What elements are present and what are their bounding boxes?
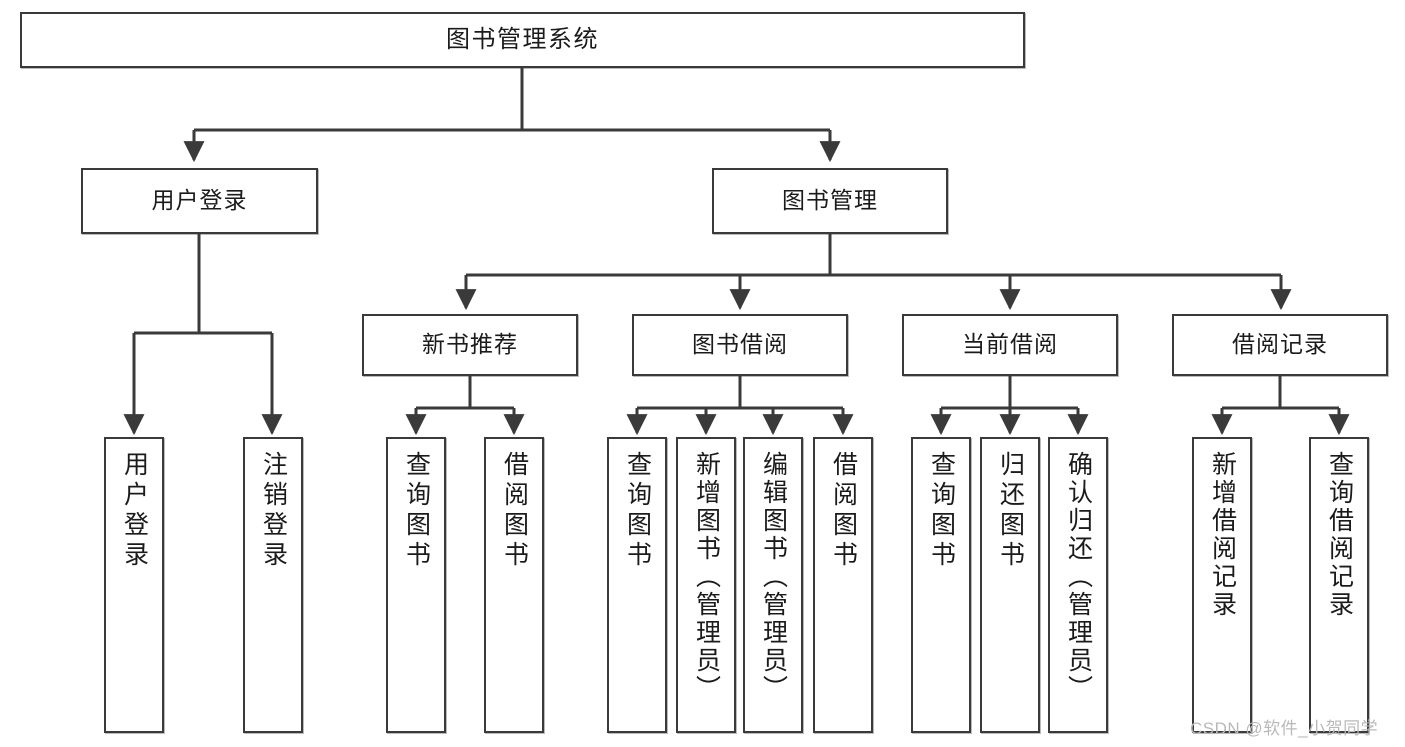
node-label: 用户登录 bbox=[120, 451, 149, 571]
leaf-add-borrow-record[interactable]: 新增借阅记录 bbox=[1192, 437, 1252, 733]
leaf-user-login[interactable]: 用户登录 bbox=[104, 437, 164, 733]
node-label: 新书推荐 bbox=[422, 331, 518, 358]
node-label: 借阅记录 bbox=[1232, 331, 1328, 358]
node-label: 注销登录 bbox=[259, 451, 288, 571]
node-book-management[interactable]: 图书管理 bbox=[712, 168, 948, 234]
node-label: 查询图书 bbox=[402, 451, 431, 571]
leaf-edit-book[interactable]: 编辑图书（管理员） bbox=[743, 437, 803, 733]
leaf-borrow-book-recommend[interactable]: 借阅图书 bbox=[484, 437, 544, 733]
node-borrow-record[interactable]: 借阅记录 bbox=[1172, 314, 1388, 376]
leaf-return-book[interactable]: 归还图书 bbox=[980, 437, 1040, 733]
node-label: 当前借阅 bbox=[962, 331, 1058, 358]
node-root-system[interactable]: 图书管理系统 bbox=[20, 12, 1025, 68]
node-user-login[interactable]: 用户登录 bbox=[81, 168, 318, 234]
leaf-add-book[interactable]: 新增图书（管理员） bbox=[676, 437, 736, 733]
watermark-text: CSDN @软件_小贺同学 bbox=[1190, 719, 1379, 738]
leaf-logout[interactable]: 注销登录 bbox=[243, 437, 303, 733]
leaf-query-book-recommend[interactable]: 查询图书 bbox=[386, 437, 446, 733]
node-label: 编辑图书（管理员） bbox=[759, 451, 788, 703]
node-label: 确认归还（管理员） bbox=[1064, 451, 1093, 703]
node-label: 新增借阅记录 bbox=[1208, 451, 1237, 619]
node-new-book-recommend[interactable]: 新书推荐 bbox=[362, 314, 578, 376]
leaf-borrow-book[interactable]: 借阅图书 bbox=[813, 437, 873, 733]
node-label: 借阅图书 bbox=[500, 451, 529, 571]
leaf-query-book-borrow[interactable]: 查询图书 bbox=[607, 437, 667, 733]
node-label: 借阅图书 bbox=[829, 451, 858, 571]
leaf-query-borrow-record[interactable]: 查询借阅记录 bbox=[1309, 437, 1369, 733]
leaf-confirm-return[interactable]: 确认归还（管理员） bbox=[1048, 437, 1108, 733]
node-label: 图书管理系统 bbox=[446, 25, 599, 53]
node-book-borrow[interactable]: 图书借阅 bbox=[632, 314, 848, 376]
leaf-query-book-current[interactable]: 查询图书 bbox=[911, 437, 971, 733]
node-label: 查询借阅记录 bbox=[1325, 451, 1354, 619]
node-label: 查询图书 bbox=[623, 451, 652, 571]
node-label: 用户登录 bbox=[151, 187, 248, 214]
node-label: 查询图书 bbox=[927, 451, 956, 571]
node-label: 图书管理 bbox=[782, 187, 878, 214]
node-label: 归还图书 bbox=[996, 451, 1025, 571]
node-current-borrow[interactable]: 当前借阅 bbox=[902, 314, 1118, 376]
node-label: 新增图书（管理员） bbox=[692, 451, 721, 703]
node-label: 图书借阅 bbox=[692, 331, 788, 358]
